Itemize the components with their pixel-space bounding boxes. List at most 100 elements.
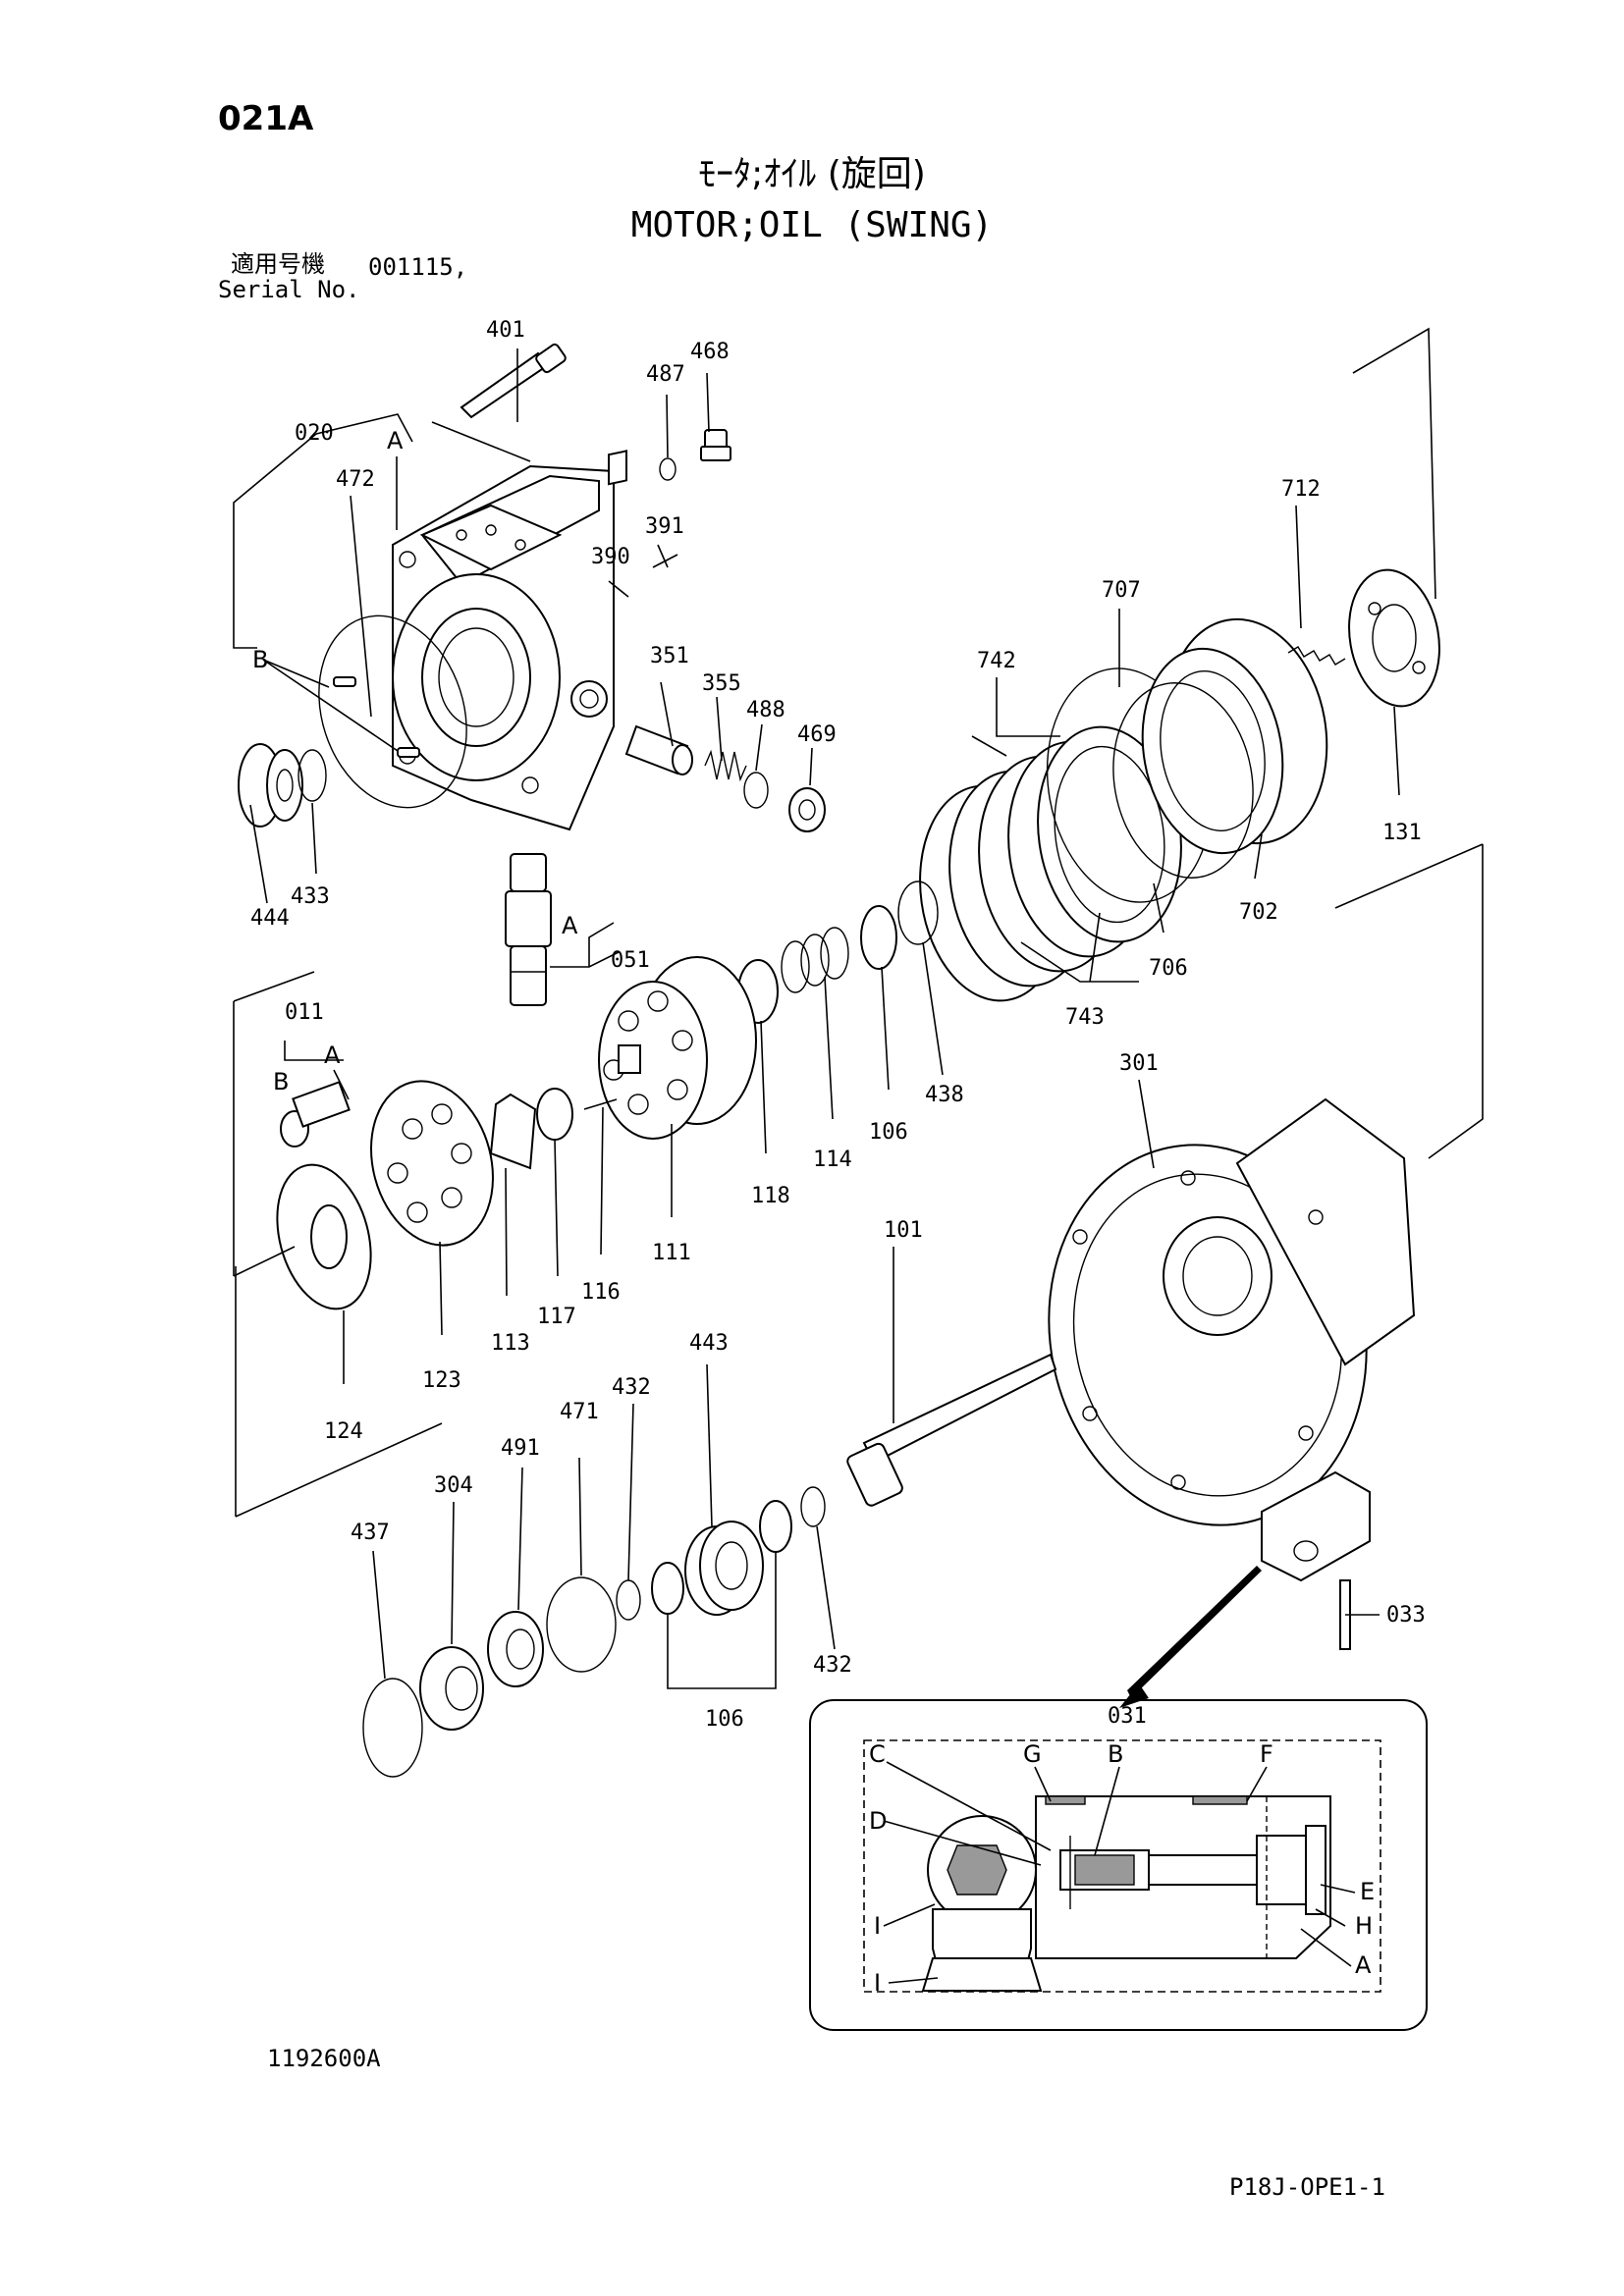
part-011-piston-assembly	[280, 1081, 351, 1148]
part-488-oring	[743, 772, 769, 809]
inset-outer-frame	[809, 1699, 1428, 2031]
callout-401: 401	[486, 318, 525, 343]
callout-033: 033	[1386, 1603, 1426, 1628]
inset-letter-i: I	[874, 1912, 881, 1940]
callout-a: A	[387, 427, 404, 454]
callout-491: 491	[501, 1436, 540, 1461]
callout-390: 390	[591, 545, 630, 569]
part-487-oring	[659, 457, 677, 481]
callout-113: 113	[491, 1331, 530, 1356]
part-131-valve-plate	[1348, 568, 1440, 708]
inset-section-view	[921, 1795, 1331, 1992]
callout-301: 301	[1119, 1051, 1159, 1076]
part-390-plate	[608, 450, 627, 486]
callout-355: 355	[702, 671, 741, 696]
part-123-retainer-plate	[370, 1080, 494, 1247]
callout-111: 111	[652, 1241, 691, 1265]
drawing-number: 1192600A	[267, 2045, 381, 2072]
inset-pointer-arrow	[1127, 1566, 1262, 1698]
callout-706: 706	[1149, 956, 1188, 981]
callout-471: 471	[560, 1400, 599, 1424]
inset-leader-lines	[883, 1761, 1356, 1984]
part-706-oring	[1112, 682, 1254, 879]
page-code: 021A	[218, 99, 314, 138]
callout-116: 116	[581, 1280, 621, 1305]
callout-106: 106	[705, 1707, 744, 1732]
part-491-seal	[487, 1611, 544, 1687]
part-101-drive-shaft	[846, 1353, 1057, 1507]
part-111-cylinder-block	[598, 956, 757, 1140]
callout-351: 351	[650, 644, 689, 668]
part-106-shim	[651, 1562, 684, 1615]
callout-743: 743	[1065, 1005, 1105, 1030]
callout-702: 702	[1239, 900, 1278, 925]
inset-letter-f: F	[1260, 1740, 1273, 1768]
inset-letter-g: G	[1023, 1740, 1042, 1768]
inset-letter-d: D	[869, 1807, 887, 1835]
part-106-shim	[860, 905, 897, 970]
part-051-relief-valve	[505, 853, 552, 1006]
inset-dashed-frame	[863, 1739, 1381, 1993]
title-english: MOTOR;OIL (SWING)	[630, 205, 994, 245]
part-301-housing	[1048, 1097, 1416, 1526]
inset-label-031: 031	[1108, 1704, 1147, 1729]
callout-a: A	[562, 912, 578, 939]
callout-123: 123	[422, 1368, 461, 1393]
callout-106: 106	[869, 1120, 908, 1145]
leader-lines	[233, 327, 1484, 1689]
part-712-springs	[1287, 646, 1346, 666]
title-japanese: ﾓｰﾀ;ｵｲﾙ (旋回)	[698, 154, 926, 194]
callout-304: 304	[434, 1473, 473, 1498]
part-468-plug	[700, 429, 731, 461]
callout-051: 051	[611, 948, 650, 973]
callout-469: 469	[797, 722, 837, 747]
callout-117: 117	[537, 1305, 576, 1329]
callout-433: 433	[291, 884, 330, 909]
callout-443: 443	[689, 1331, 729, 1356]
inset-letter-b: B	[1108, 1740, 1123, 1768]
part-702-brake-piston	[1141, 617, 1328, 855]
part-401-bolt	[460, 343, 567, 419]
callout-488: 488	[746, 698, 785, 722]
serial-label-english: Serial No.	[218, 276, 360, 303]
callout-131: 131	[1382, 821, 1422, 845]
callout-124: 124	[324, 1419, 363, 1444]
inset-letter-a: A	[1355, 1951, 1372, 1979]
callout-101: 101	[884, 1218, 923, 1243]
callout-438: 438	[925, 1083, 964, 1107]
part-443-bearing	[684, 1521, 764, 1616]
part-355-spring	[704, 749, 747, 782]
inset-letter-h: H	[1355, 1912, 1373, 1940]
part-437-snap-ring	[362, 1678, 423, 1778]
callout-011: 011	[285, 1000, 324, 1025]
part-114-spring	[781, 927, 849, 993]
inset-pointer-arrowhead	[1119, 1683, 1149, 1708]
part-304-cover	[419, 1646, 484, 1731]
callout-444: 444	[250, 906, 290, 931]
callout-a: A	[324, 1041, 341, 1069]
part-444-bearing	[238, 743, 303, 828]
callout-114: 114	[813, 1148, 852, 1172]
callout-712: 712	[1281, 477, 1321, 502]
callout-742: 742	[977, 649, 1016, 673]
part-pin-b	[397, 747, 420, 758]
callout-487: 487	[646, 362, 685, 387]
callout-118: 118	[751, 1184, 790, 1208]
inset-letter-i: I	[874, 1969, 881, 1997]
callout-020: 020	[295, 421, 334, 446]
callout-437: 437	[351, 1521, 390, 1545]
part-113-spherical-bushing	[489, 1093, 537, 1170]
inset-letter-e: E	[1360, 1878, 1375, 1905]
sheet-id: P18J-OPE1-1	[1229, 2173, 1385, 2201]
callout-432: 432	[612, 1375, 651, 1400]
part-pin-b	[333, 676, 356, 687]
callout-391: 391	[645, 514, 684, 539]
part-432-snap-ring	[616, 1579, 641, 1621]
part-432-snap-ring	[800, 1486, 826, 1527]
part-117-ring	[536, 1088, 573, 1141]
part-469-plug	[788, 787, 826, 832]
callout-b: B	[252, 646, 268, 673]
callout-468: 468	[690, 340, 730, 364]
part-124-shoe-plate	[276, 1163, 372, 1310]
